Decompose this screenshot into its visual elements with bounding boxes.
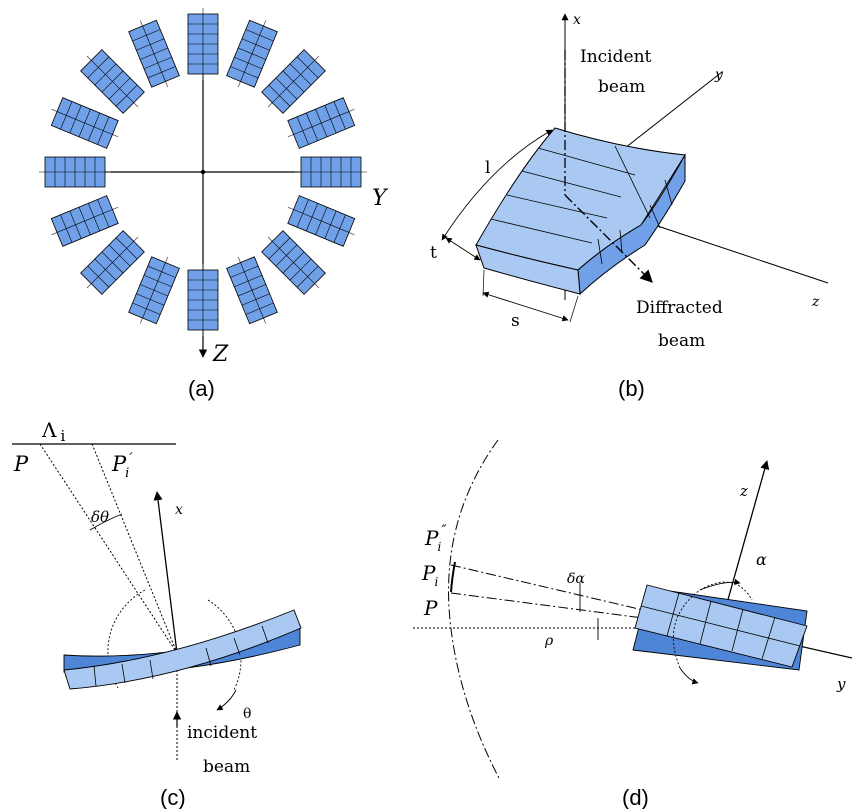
rowland-circle bbox=[448, 439, 501, 781]
theta-label: θ bbox=[243, 706, 251, 722]
slab-grid-line bbox=[619, 229, 623, 254]
dim-s-tick bbox=[482, 269, 485, 297]
incident-label-c1: incident bbox=[187, 723, 257, 743]
analyzer-crystal bbox=[39, 156, 111, 188]
panel-a: Y Z (a) bbox=[39, 8, 389, 401]
origin-dot bbox=[200, 169, 206, 175]
delta-alpha-label: δα bbox=[567, 571, 585, 587]
point-pi-d: Pi bbox=[421, 561, 438, 589]
dim-t-line bbox=[445, 237, 481, 261]
point-pi-c: Pi′ bbox=[111, 451, 133, 481]
ray-p-d bbox=[450, 592, 721, 629]
slab-grid-line bbox=[649, 204, 661, 229]
point-p-d: P bbox=[423, 596, 438, 620]
diffracted-label-1: Diffracted bbox=[636, 298, 723, 318]
point-p-c: P bbox=[13, 452, 29, 476]
dim-s-label: s bbox=[511, 311, 520, 331]
analyzer-crystal bbox=[187, 8, 219, 80]
crystal-seg-line bbox=[121, 663, 126, 684]
analyzer-crystal bbox=[287, 97, 356, 149]
incident-label-1: Incident bbox=[580, 47, 652, 67]
incident-label-2: beam bbox=[598, 77, 645, 97]
analyzer-crystal bbox=[187, 264, 219, 336]
b-y-label: y bbox=[714, 67, 724, 83]
ray-p bbox=[39, 443, 178, 654]
analyzer-crystal bbox=[261, 230, 326, 295]
slab-grid-line bbox=[614, 145, 651, 219]
crystal-seg-line bbox=[261, 625, 269, 644]
slab-grid-line bbox=[597, 238, 603, 265]
crystal-seg-line bbox=[666, 592, 680, 637]
crystal-seg-line bbox=[149, 659, 154, 680]
analyzer-crystal bbox=[226, 256, 278, 325]
d-y-label: y bbox=[836, 675, 846, 693]
crystal-slab-side bbox=[577, 153, 686, 296]
crystal-seg-line bbox=[233, 637, 241, 656]
theta-arc bbox=[107, 589, 242, 691]
dim-t-label: t bbox=[430, 243, 437, 263]
analyzer-crystal bbox=[80, 49, 145, 114]
crystal-seg-line bbox=[93, 665, 97, 687]
alpha-arrow bbox=[699, 578, 741, 591]
diffracted-label-2: beam bbox=[658, 331, 705, 351]
crystal-slab-front bbox=[475, 244, 581, 295]
analyzer-crystal bbox=[50, 97, 119, 149]
theta-arc-arrow bbox=[216, 689, 237, 711]
b-x-label: x bbox=[573, 12, 581, 28]
panel-d: z y α δα ρ P Pi Pi″ (d) bbox=[413, 439, 852, 809]
analyzer-crystal bbox=[295, 156, 367, 188]
d-z-label: z bbox=[739, 482, 748, 500]
slab-grid-line bbox=[664, 179, 673, 206]
analyzer-crystal bbox=[287, 195, 356, 247]
dim-s-line bbox=[482, 291, 569, 322]
slab-grid-line bbox=[537, 147, 636, 176]
analyzer-crystal bbox=[80, 230, 145, 295]
crystal-bent-light bbox=[63, 609, 302, 690]
rowland-arc-short bbox=[450, 561, 456, 593]
dim-l-arc bbox=[441, 129, 553, 241]
diffracted-beam-line bbox=[564, 194, 653, 283]
alpha-arrow-lower bbox=[679, 667, 699, 685]
analyzer-crystal bbox=[128, 256, 180, 325]
caption-b: (b) bbox=[618, 376, 645, 401]
delta-theta-label: δθ bbox=[91, 508, 109, 526]
caption-c: (c) bbox=[160, 785, 186, 809]
y-axis-label: Y bbox=[372, 186, 389, 211]
analyzer-crystal bbox=[261, 49, 326, 114]
analyzer-crystal bbox=[128, 19, 180, 88]
ray-pi bbox=[91, 443, 178, 654]
caption-a: (a) bbox=[188, 376, 215, 401]
crystal-slab-top bbox=[475, 127, 686, 271]
incident-label-c2: beam bbox=[203, 757, 250, 777]
rho-label: ρ bbox=[544, 633, 554, 649]
dim-s-tick bbox=[569, 295, 579, 323]
caption-d: (d) bbox=[622, 785, 649, 809]
panel-b: x y z Incident beam Diffracted beam l t … bbox=[430, 12, 829, 401]
dim-l-label: l bbox=[485, 158, 490, 178]
analyzer-crystal bbox=[226, 19, 278, 88]
alpha-arc bbox=[672, 581, 753, 669]
c-x-label: x bbox=[175, 502, 183, 518]
crystal-seg-line bbox=[205, 647, 212, 667]
z-axis-label: Z bbox=[212, 342, 229, 367]
b-z-label: z bbox=[811, 294, 820, 310]
crystal-seg-line bbox=[640, 605, 801, 647]
c-x-axis bbox=[153, 491, 178, 654]
alpha-label: α bbox=[756, 550, 767, 569]
point-pi2-d: Pi″ bbox=[424, 523, 447, 554]
delta-theta-arc bbox=[89, 513, 123, 531]
crystal-ring bbox=[39, 8, 367, 336]
analyzer-crystal bbox=[50, 195, 119, 247]
